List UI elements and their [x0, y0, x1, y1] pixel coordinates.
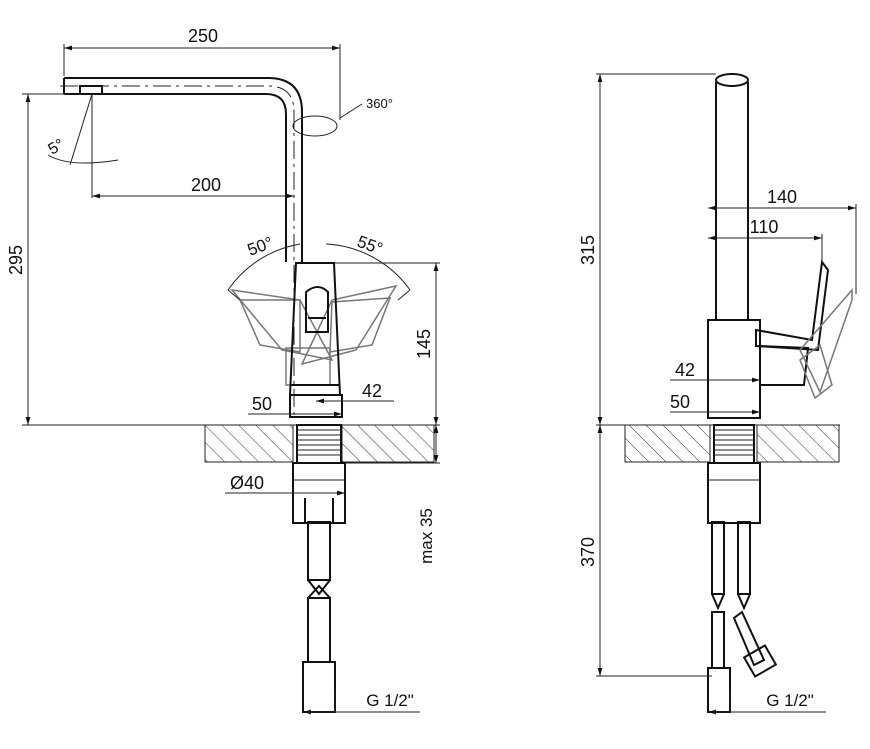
dim-body-top: 42: [362, 381, 382, 401]
dim-swivel: 360°: [366, 96, 393, 111]
dim-spout-to-axis: 200: [191, 175, 221, 195]
dim-side-height: 315: [578, 235, 598, 265]
dim-side-thread: G 1/2": [766, 691, 814, 710]
dim-lever-reach-inner: 110: [750, 217, 779, 237]
countertop-right: [756, 424, 840, 463]
mixer-body: [288, 262, 343, 418]
countertop-right: [341, 424, 435, 463]
dim-total-height: 295: [6, 245, 26, 275]
dim-thread: G 1/2": [366, 691, 414, 710]
front-view: 250 360° 5° 200 295 50° 55° 145 42 50 Ø4…: [6, 26, 440, 715]
dim-body-height: 145: [414, 329, 434, 359]
shank: [292, 424, 346, 713]
dim-max-thickness: max 35: [417, 508, 436, 564]
dim-spout-tilt: 5°: [46, 136, 68, 158]
dim-shank-diameter: Ø40: [230, 473, 264, 493]
lever-ghosts: [227, 243, 411, 386]
countertop-left: [624, 424, 711, 463]
spout: [60, 77, 338, 420]
dim-lever-reach: 140: [767, 187, 797, 207]
dim-lever-left: 50°: [245, 233, 276, 260]
countertop-left: [204, 424, 294, 463]
dim-lever-right: 55°: [355, 232, 386, 259]
side-shank: [707, 424, 778, 713]
side-view: 315 140 110 42 50 370 G 1/2": [578, 73, 857, 715]
dim-side-body-top: 42: [675, 360, 695, 380]
dim-spout-reach: 250: [188, 26, 218, 46]
side-body: [707, 73, 853, 419]
dim-body-base: 50: [252, 394, 272, 414]
dim-under-length: 370: [578, 537, 598, 567]
dim-side-body-base: 50: [670, 392, 690, 412]
